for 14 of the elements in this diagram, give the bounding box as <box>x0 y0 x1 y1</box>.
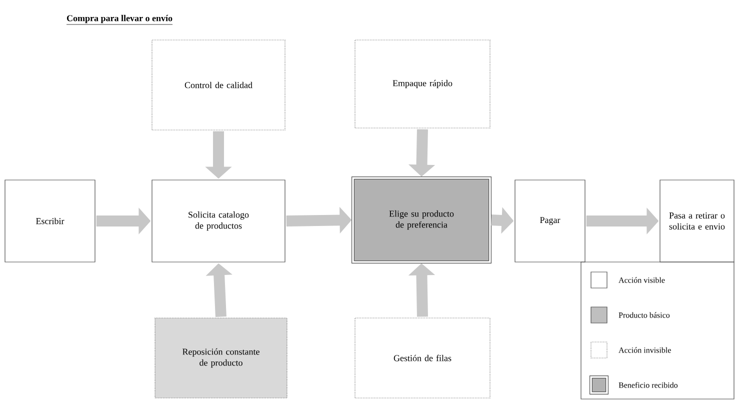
process-box: Elige su producto de preferencia <box>352 176 492 264</box>
legend-label: Acción invisible <box>618 347 671 353</box>
title: Compra para llevar o envío <box>66 14 173 25</box>
legend-label: Beneficio recibido <box>618 382 678 388</box>
legend-label: Producto básico <box>618 312 670 318</box>
process-box: Control de calidad <box>152 40 286 130</box>
legend-label: Acción visible <box>618 277 665 283</box>
process-box: Escribir <box>4 180 96 262</box>
process-box: Reposición constante de producto <box>154 318 288 398</box>
process-box: Solicita catalogo de productos <box>152 180 286 262</box>
process-box: Empaque rápido <box>354 40 490 128</box>
process-box: Pagar <box>514 180 586 262</box>
process-box: Gestión de filas <box>354 318 490 398</box>
process-box: Pasa a retirar o solicita e envio <box>660 180 734 262</box>
